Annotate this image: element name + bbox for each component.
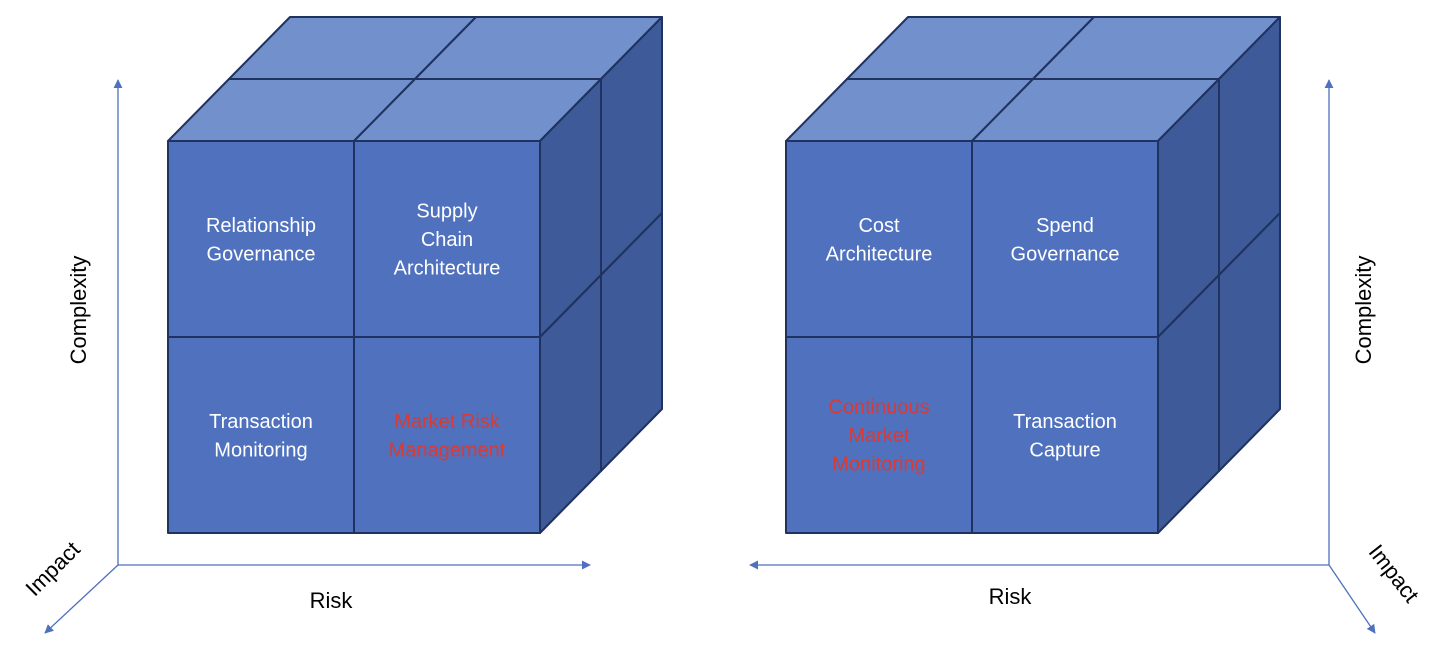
cell-label-line: Transaction xyxy=(209,411,313,433)
left-risk-label: Risk xyxy=(310,588,354,613)
cell-label-line: Monitoring xyxy=(214,439,307,461)
cell-label-line: Governance xyxy=(207,243,316,265)
left-impact-axis-arrow xyxy=(44,564,119,634)
cube-front-cell-bottom-right xyxy=(971,336,1159,534)
cell-label-line: Architecture xyxy=(826,243,933,265)
cell-label-line: Chain xyxy=(421,229,473,251)
cell-label-line: Governance xyxy=(1011,243,1120,265)
right-risk-label: Risk xyxy=(989,584,1033,609)
cube-front-cell-bottom-left xyxy=(167,336,355,534)
cell-label-line: Market xyxy=(848,425,910,447)
left-impact-label: Impact xyxy=(21,537,85,601)
cell-label-line: Management xyxy=(389,439,506,461)
cell-label-line: Supply xyxy=(416,201,477,223)
cell-label-line: Spend xyxy=(1036,215,1094,237)
cell-label-line: Market Risk xyxy=(394,411,501,433)
cube-front-cell-bottom-right xyxy=(353,336,541,534)
cell-label-line: Monitoring xyxy=(832,454,925,476)
cube-front-cell-top-left xyxy=(785,140,973,338)
cell-label-line: Architecture xyxy=(394,258,501,280)
right-impact-label: Impact xyxy=(1364,540,1424,607)
cell-label-line: Transaction xyxy=(1013,411,1117,433)
cell-label-line: Cost xyxy=(858,215,900,237)
cell-label-line: Continuous xyxy=(828,397,929,419)
cell-label-line: Relationship xyxy=(206,215,316,237)
right-complexity-label: Complexity xyxy=(1351,256,1376,365)
cell-label-line: Capture xyxy=(1029,439,1100,461)
cube-front-cell-top-right xyxy=(971,140,1159,338)
cube-front-cell-top-left xyxy=(167,140,355,338)
right-impact-axis-arrow xyxy=(1328,564,1376,634)
left-complexity-label: Complexity xyxy=(66,256,91,365)
